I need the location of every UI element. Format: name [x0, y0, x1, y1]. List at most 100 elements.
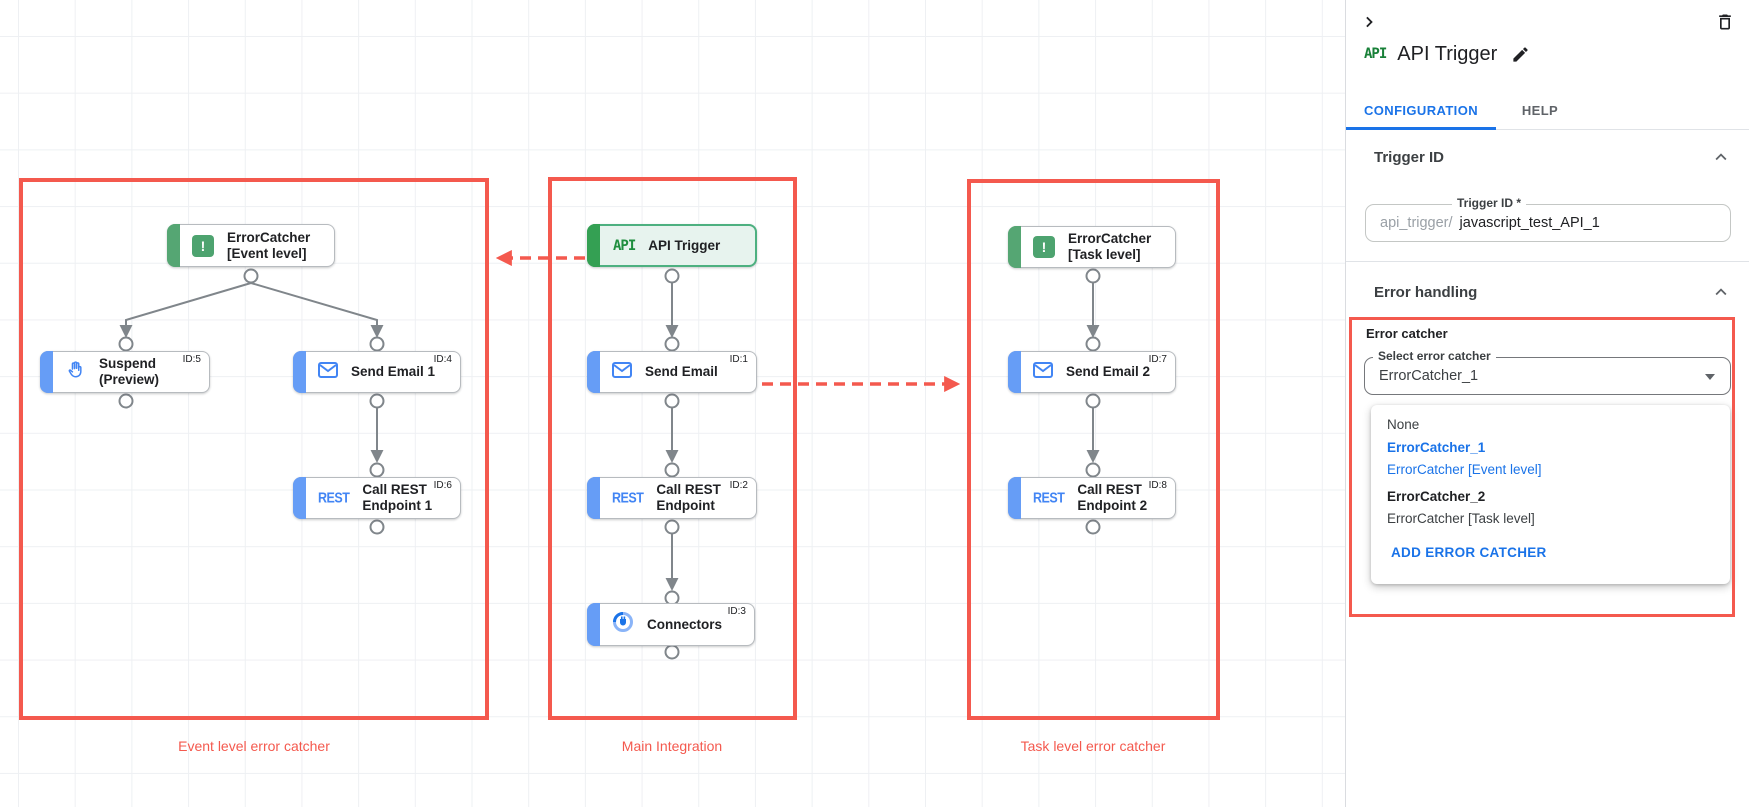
trigger-id-prefix: api_trigger/	[1380, 215, 1453, 231]
node-connectors[interactable]: Connectors ID:3	[587, 603, 755, 646]
task-id-badge: ID:2	[729, 480, 748, 491]
node-send-email-2[interactable]: Send Email 2 ID:7	[1008, 351, 1176, 393]
node-accent-bar	[587, 477, 600, 519]
task-id-badge: ID:1	[729, 354, 748, 365]
edit-title-button[interactable]	[1508, 42, 1532, 66]
node-suspend-preview[interactable]: Suspend (Preview) ID:5	[40, 351, 210, 393]
node-accent-bar	[167, 224, 180, 267]
node-accent-bar	[587, 603, 600, 646]
error-catcher-menu: None ErrorCatcher_1 ErrorCatcher [Event …	[1371, 405, 1730, 584]
menu-item-errorcatcher-2[interactable]: ErrorCatcher_2	[1387, 489, 1486, 504]
task-id-badge: ID:5	[182, 354, 201, 365]
node-call-rest-endpoint-2[interactable]: REST Call REST Endpoint 2 ID:8	[1008, 477, 1176, 519]
collapse-panel-button[interactable]	[1358, 10, 1382, 34]
panel-title: API Trigger	[1397, 42, 1498, 65]
trigger-id-section-heading: Trigger ID	[1374, 149, 1445, 166]
node-call-rest-endpoint[interactable]: REST Call REST Endpoint ID:2	[587, 477, 757, 519]
menu-item-errorcatcher-1-desc[interactable]: ErrorCatcher [Event level]	[1387, 462, 1542, 477]
event-level-group-label: Event level error catcher	[178, 738, 330, 754]
tab-configuration[interactable]: CONFIGURATION	[1363, 103, 1478, 118]
email-icon	[612, 361, 632, 383]
task-id-badge: ID:8	[1148, 480, 1167, 491]
select-error-catcher-dropdown[interactable]: Select error catcher ErrorCatcher_1	[1364, 349, 1731, 395]
trigger-id-field-label: Trigger ID *	[1452, 196, 1527, 210]
main-integration-group-label: Main Integration	[621, 738, 723, 754]
error-catcher-icon: !	[192, 234, 214, 257]
rest-icon: REST	[1033, 489, 1065, 507]
collapse-error-handling-section[interactable]	[1709, 280, 1733, 304]
error-handling-section-heading: Error handling	[1374, 284, 1478, 301]
chevron-up-icon	[1715, 288, 1727, 296]
panel-title-row: API API Trigger	[1364, 42, 1532, 66]
task-id-badge: ID:6	[433, 480, 452, 491]
node-api-trigger[interactable]: API API Trigger	[587, 224, 757, 267]
email-icon	[1033, 361, 1053, 383]
node-title: Send Email 1	[351, 364, 436, 380]
trash-icon	[1719, 14, 1731, 30]
rest-icon: REST	[612, 489, 644, 507]
task-level-group-box	[967, 179, 1220, 720]
node-send-email-1[interactable]: Send Email 1 ID:4	[293, 351, 461, 393]
task-id-badge: ID:3	[727, 606, 746, 617]
menu-item-errorcatcher-2-desc[interactable]: ErrorCatcher [Task level]	[1387, 511, 1535, 526]
event-level-group-box	[19, 178, 489, 720]
pencil-icon	[1513, 46, 1528, 62]
node-title: Call REST Endpoint 1	[362, 482, 433, 513]
email-icon	[318, 361, 338, 383]
node-accent-bar	[1008, 351, 1021, 393]
error-link-arrows	[495, 249, 961, 393]
dropdown-caret-icon	[1705, 374, 1715, 380]
chevron-up-icon	[1715, 153, 1727, 161]
node-accent-bar	[587, 224, 600, 267]
task-id-badge: ID:4	[433, 354, 452, 365]
node-accent-bar	[1008, 477, 1021, 519]
node-title: Call REST Endpoint 2	[1077, 482, 1148, 513]
node-title: Suspend (Preview)	[99, 356, 160, 387]
node-accent-bar	[293, 351, 306, 393]
node-send-email[interactable]: Send Email ID:1	[587, 351, 757, 393]
rest-icon: REST	[318, 489, 350, 507]
node-title: Send Email	[645, 364, 718, 380]
node-title: API Trigger	[648, 237, 721, 253]
trigger-id-value: javascript_test_API_1	[1459, 215, 1600, 231]
node-title: ErrorCatcher [Event level]	[227, 229, 311, 261]
api-trigger-badge-icon: API	[1364, 46, 1387, 62]
delete-trigger-button[interactable]	[1713, 10, 1737, 34]
node-accent-bar	[40, 351, 53, 393]
trigger-id-field[interactable]: Trigger ID * api_trigger/ javascript_tes…	[1365, 196, 1731, 242]
node-accent-bar	[293, 477, 306, 519]
node-title: Connectors	[647, 616, 723, 632]
error-catcher-label: Error catcher	[1366, 326, 1448, 341]
select-error-catcher-label: Select error catcher	[1373, 349, 1496, 363]
task-level-group-label: Task level error catcher	[1020, 738, 1166, 754]
connector-ports[interactable]	[118, 268, 1101, 660]
node-call-rest-endpoint-1[interactable]: REST Call REST Endpoint 1 ID:6	[293, 477, 461, 519]
section-divider	[1346, 261, 1749, 262]
node-accent-bar	[587, 351, 600, 393]
tab-help[interactable]: HELP	[1521, 103, 1559, 118]
edge-lines	[119, 282, 1100, 591]
collapse-trigger-id-section[interactable]	[1709, 145, 1733, 169]
api-icon: API	[613, 237, 636, 254]
panel-tabs: CONFIGURATION HELP	[1346, 92, 1749, 130]
node-title: Send Email 2	[1066, 364, 1151, 380]
node-errorcatcher-event-level[interactable]: ! ErrorCatcher [Event level]	[167, 224, 335, 267]
config-side-panel: API API Trigger CONFIGURATION HELP Trigg…	[1345, 0, 1749, 807]
integration-canvas[interactable]: ! ErrorCatcher [Event level] Suspend (Pr…	[0, 0, 1345, 807]
node-accent-bar	[1008, 226, 1021, 268]
node-title: Call REST Endpoint	[656, 482, 721, 513]
chevron-right-icon	[1366, 16, 1373, 28]
task-id-badge: ID:7	[1148, 354, 1167, 365]
node-errorcatcher-task-level[interactable]: ! ErrorCatcher [Task level]	[1008, 226, 1176, 268]
select-error-catcher-value: ErrorCatcher_1	[1379, 368, 1479, 384]
add-error-catcher-button[interactable]: ADD ERROR CATCHER	[1391, 545, 1547, 560]
connector-layer	[118, 249, 1101, 660]
error-catcher-icon: !	[1033, 236, 1055, 258]
main-integration-group-box	[548, 177, 797, 720]
active-tab-underline	[1346, 127, 1496, 130]
hand-icon	[65, 359, 86, 385]
menu-item-errorcatcher-1[interactable]: ErrorCatcher_1	[1387, 440, 1486, 455]
menu-item-none[interactable]: None	[1387, 417, 1420, 432]
node-title: ErrorCatcher [Task level]	[1068, 231, 1152, 262]
